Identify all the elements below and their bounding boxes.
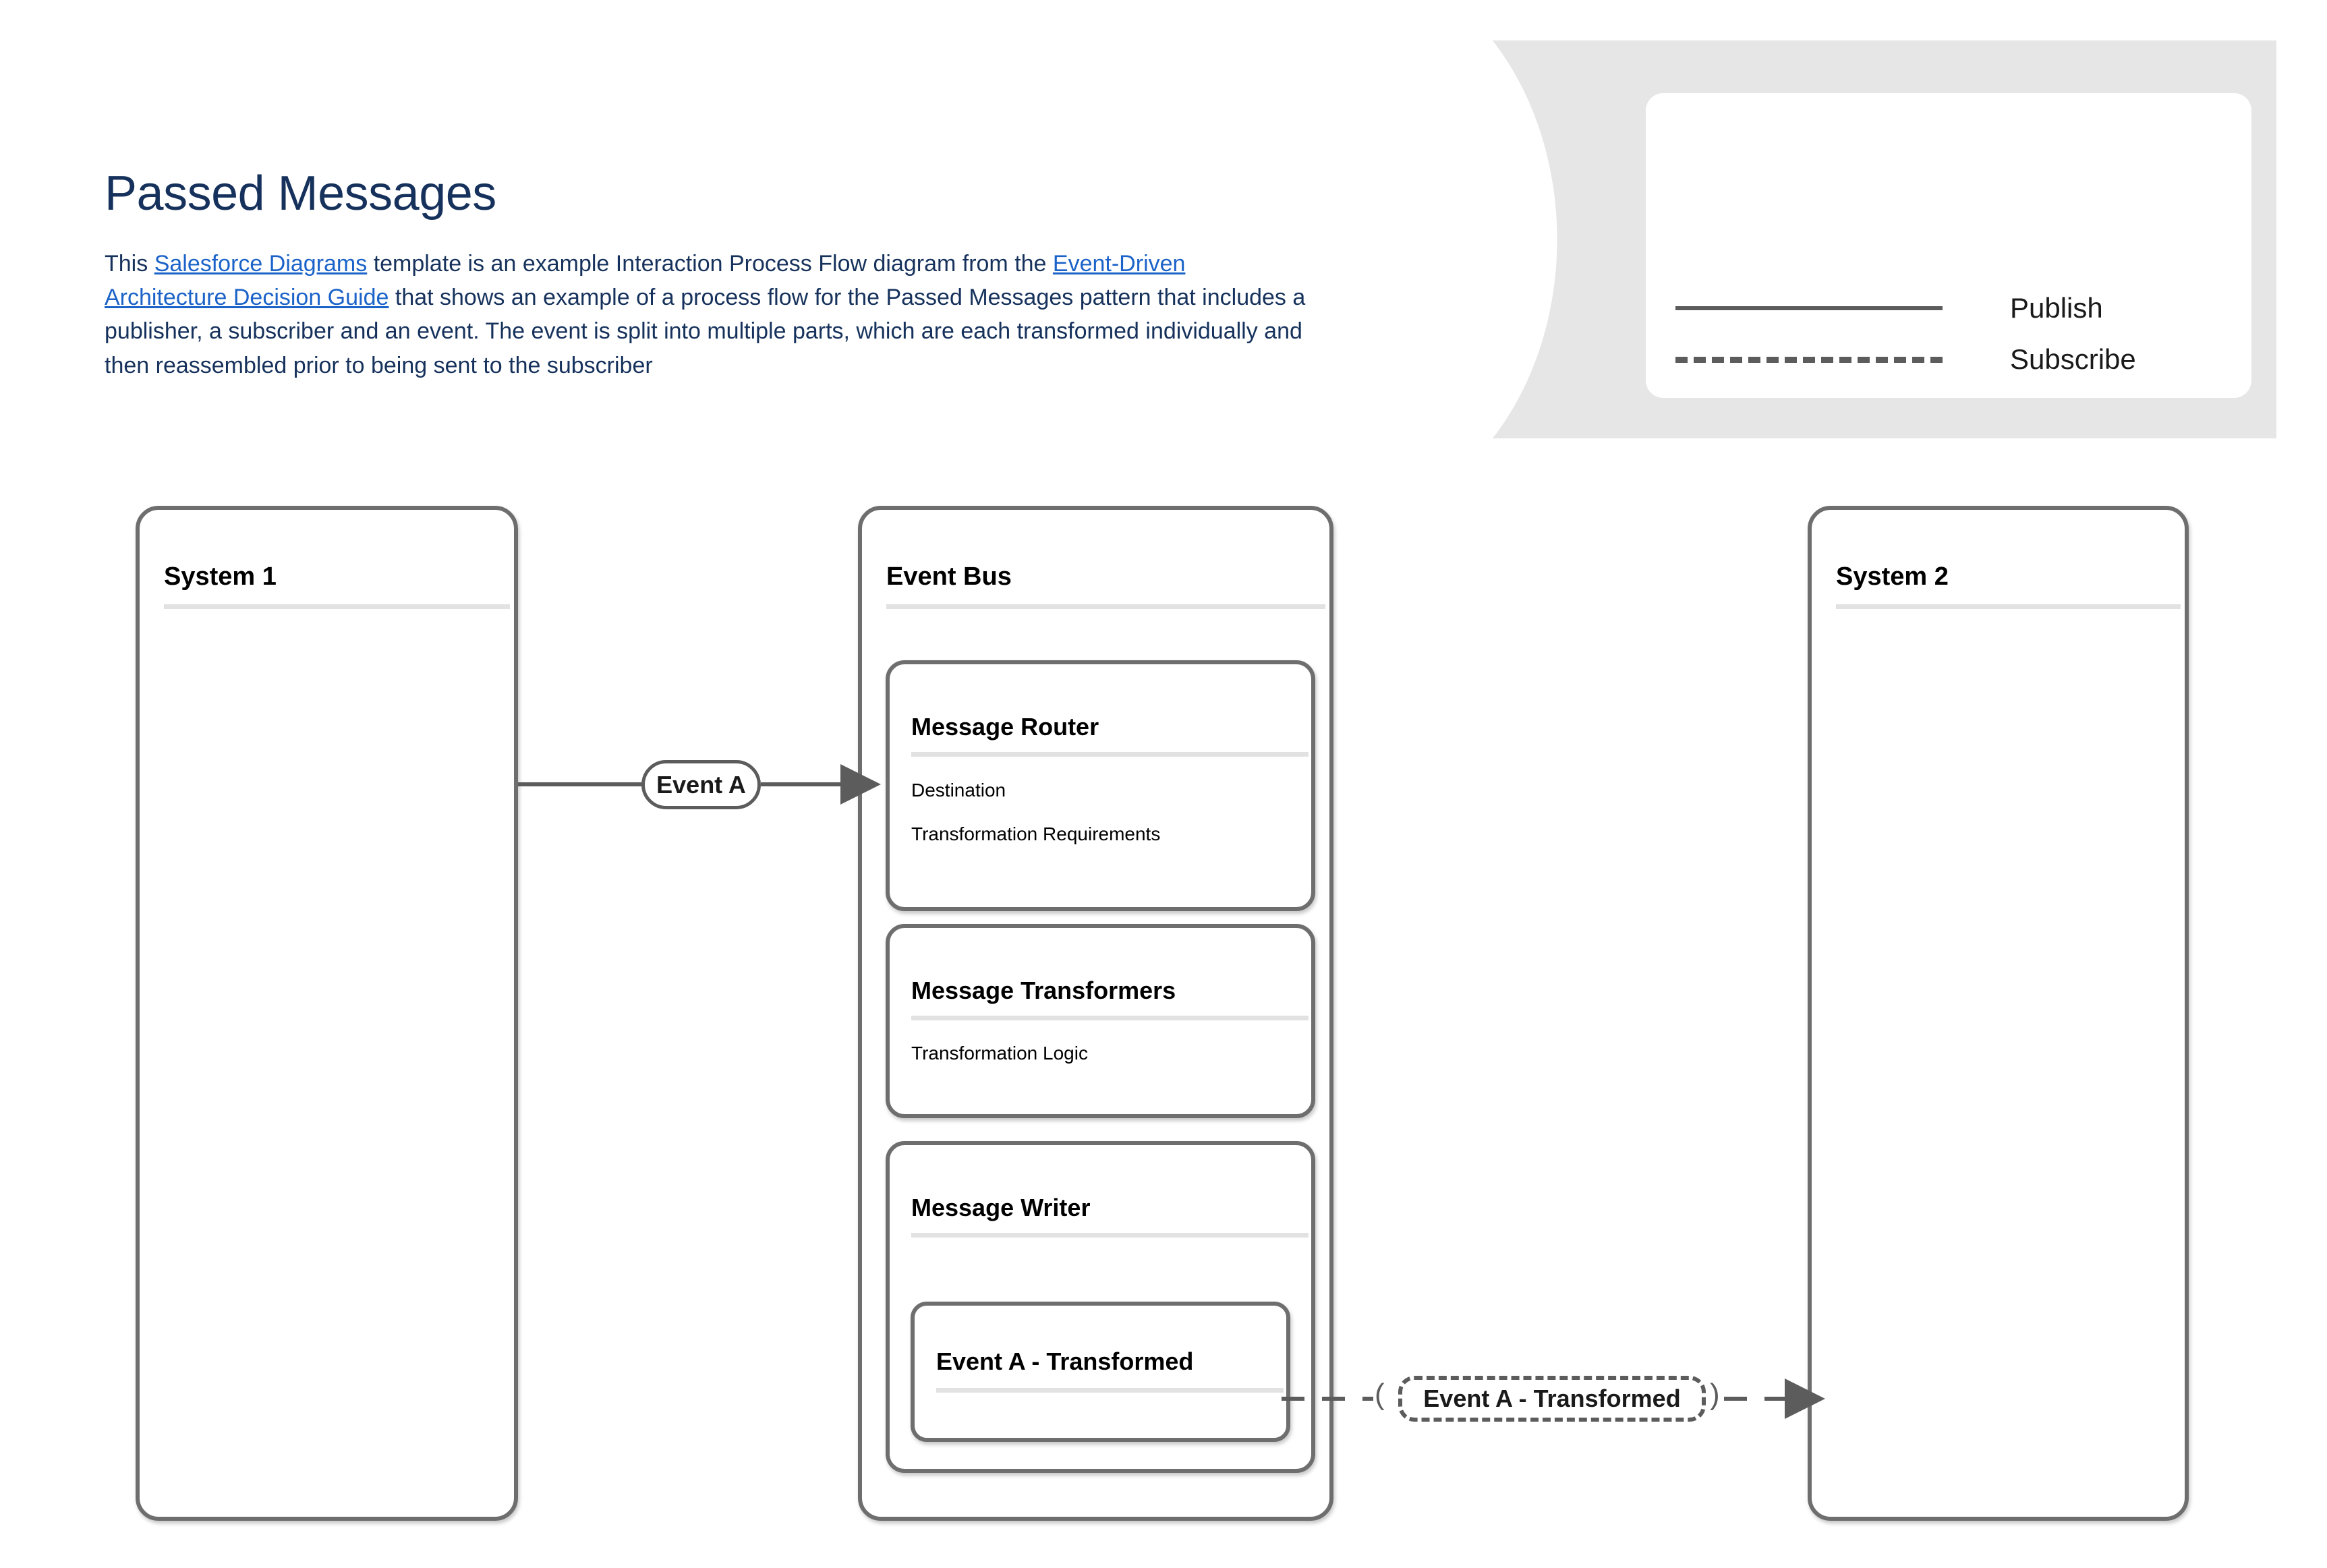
lane-system-1[interactable]: System 1 <box>136 506 518 1521</box>
label-bracket-right-icon: ) <box>1710 1378 1720 1411</box>
legend-label-publish: Publish <box>2010 292 2103 324</box>
legend-card: Publish Subscribe <box>1646 93 2251 398</box>
card-field-transformation-requirements: Transformation Requirements <box>911 823 1161 844</box>
legend-item-subscribe: Subscribe <box>1675 339 2229 380</box>
lane-title-event-bus: Event Bus <box>886 562 1012 591</box>
lane-divider <box>1836 604 2181 609</box>
subscribe-line-swatch <box>1675 356 1943 363</box>
connector-label-event-a: Event A <box>641 760 761 809</box>
publish-line-swatch <box>1675 306 1943 310</box>
card-title-message-writer: Message Writer <box>911 1194 1091 1221</box>
connector-label-event-a-transformed: Event A - Transformed <box>1398 1376 1706 1422</box>
description-seg-2: template is an example Interaction Proce… <box>367 250 1053 277</box>
card-title-message-router: Message Router <box>911 713 1099 741</box>
lane-divider <box>886 604 1325 609</box>
label-bracket-left-icon: ( <box>1375 1378 1385 1411</box>
card-divider <box>911 1233 1309 1238</box>
lane-title-system-1: System 1 <box>164 562 277 591</box>
title-block: Passed Messages This Salesforce Diagrams… <box>105 167 1319 382</box>
card-divider <box>911 752 1309 757</box>
lane-title-system-2: System 2 <box>1836 562 1949 591</box>
card-message-transformers[interactable]: Message Transformers Transformation Logi… <box>886 924 1315 1118</box>
card-title-event-a-transformed: Event A - Transformed <box>936 1347 1194 1375</box>
card-field-destination: Destination <box>911 780 1006 801</box>
card-message-router[interactable]: Message Router Destination Transformatio… <box>886 660 1315 911</box>
description-seg-1: This <box>105 250 154 277</box>
lane-divider <box>164 604 510 609</box>
salesforce-diagrams-link[interactable]: Salesforce Diagrams <box>154 250 368 277</box>
card-event-a-transformed[interactable]: Event A - Transformed <box>911 1302 1290 1442</box>
card-divider <box>936 1388 1284 1393</box>
page-title: Passed Messages <box>105 167 496 221</box>
legend-item-publish: Publish <box>1675 288 2229 328</box>
description-seg-3: that shows an example of a process flow … <box>105 284 1306 378</box>
card-field-transformation-logic: Transformation Logic <box>911 1043 1088 1064</box>
card-title-message-transformers: Message Transformers <box>911 977 1176 1004</box>
legend-label-subscribe: Subscribe <box>2010 343 2136 375</box>
event-driven-architecture-guide-link[interactable]: Event-Driven Architecture Decision Guide <box>105 250 1186 310</box>
page-description: This Salesforce Diagrams template is an … <box>105 247 1312 382</box>
lane-system-2[interactable]: System 2 <box>1808 506 2189 1521</box>
card-divider <box>911 1016 1309 1020</box>
